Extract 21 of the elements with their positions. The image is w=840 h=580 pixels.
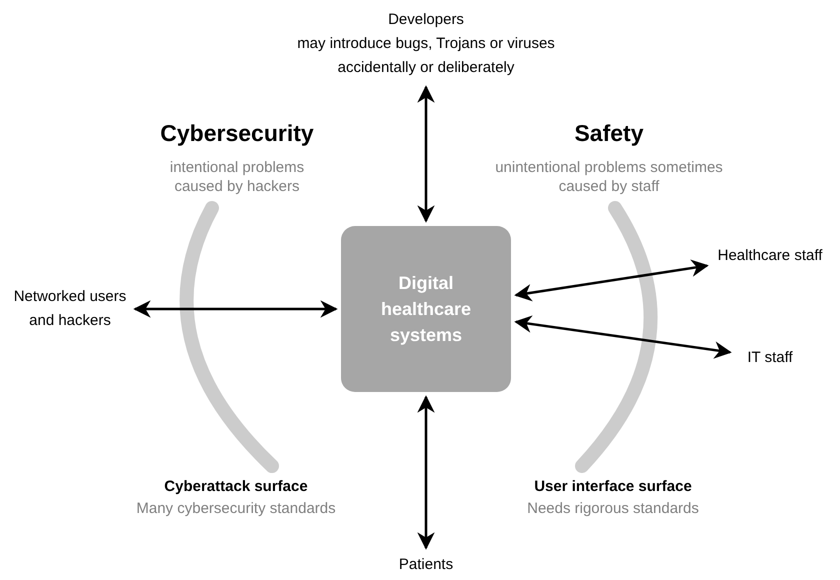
section-heading: Cybersecurity [159,119,315,148]
system-box [341,226,511,392]
actor-label: IT staff [747,348,793,368]
double-arrow [417,85,435,223]
actor-label: Networked users and hackers [12,287,128,331]
double-arrow [133,300,338,318]
section-note: Needs rigorous standards [526,499,700,519]
double-arrow [514,259,709,302]
actor-label: may introduce bugs, Trojans or viruses accidentally or deliberately [296,34,556,78]
double-arrow [417,395,435,550]
actor-label: Healthcare staff [718,246,822,266]
section-heading: Safety [573,119,645,148]
section-note: intentional problems caused by hackers [168,158,306,196]
section-heading: User interface surface [533,477,693,497]
actor-label: Developers [388,10,464,30]
double-arrow [514,315,732,359]
system-title: Digital healthcare systems [380,272,472,347]
section-note: unintentional problems sometimes caused by staff [494,158,724,196]
section-heading: Cyberattack surface [163,477,309,497]
actor-label: Patients [398,555,454,575]
section-note: Many cybersecurity standards [135,499,337,519]
